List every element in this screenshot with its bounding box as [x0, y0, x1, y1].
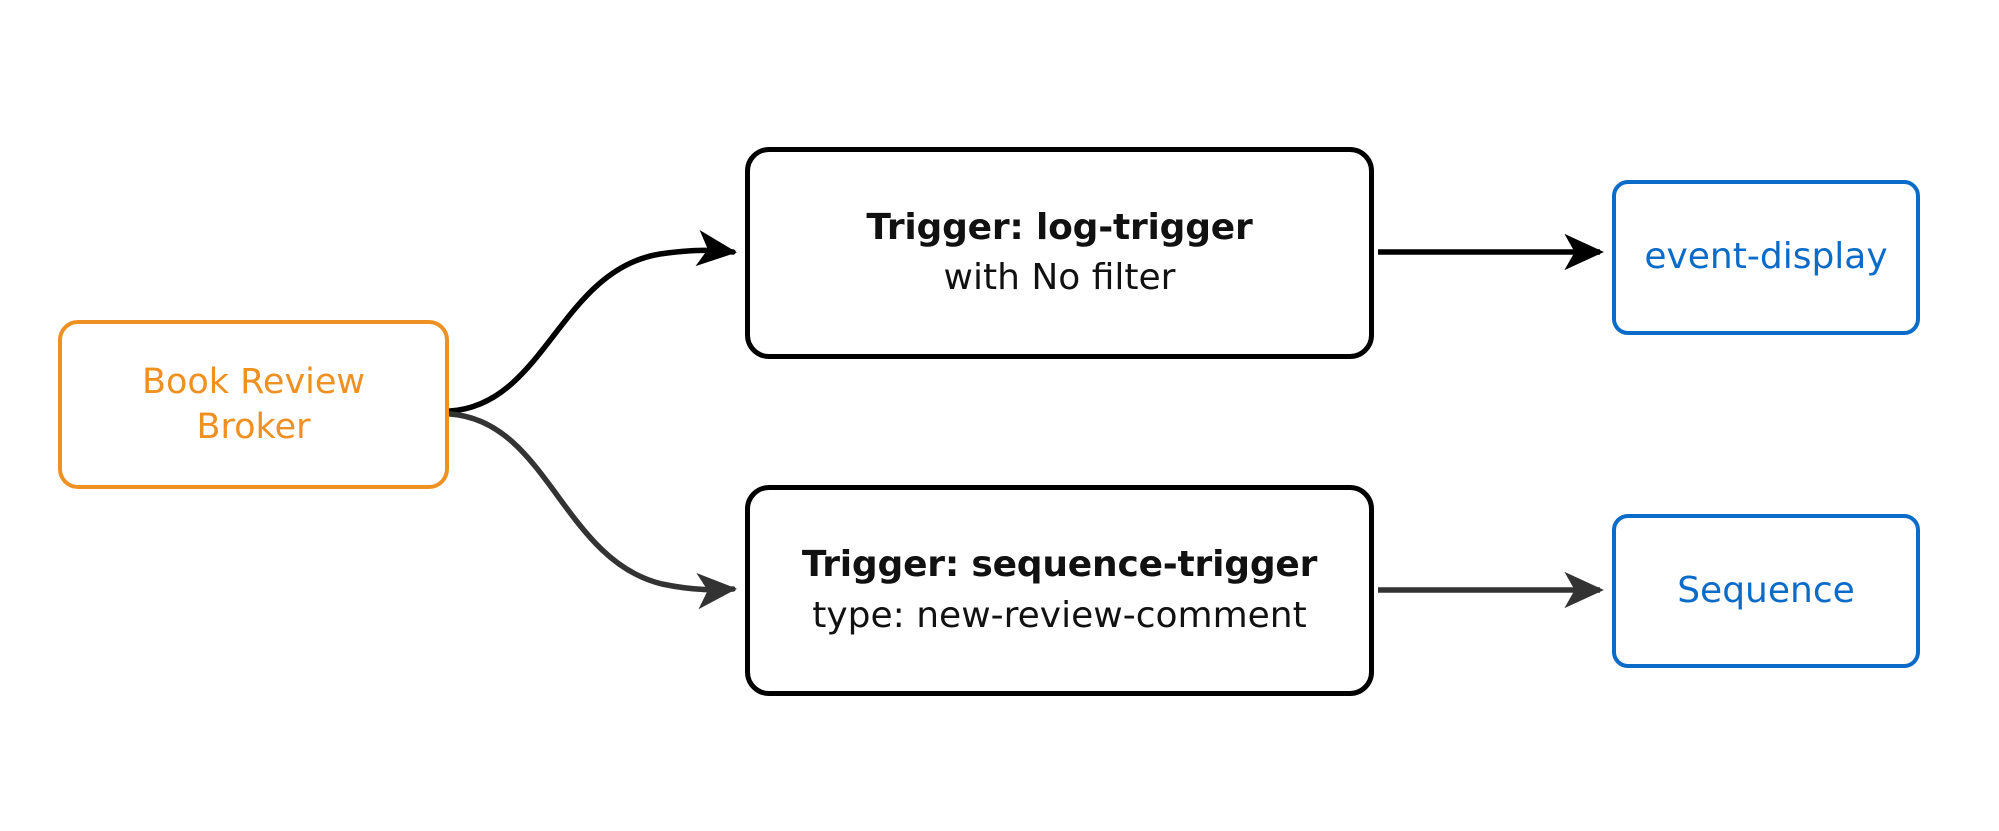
event-display-label: event-display — [1644, 236, 1888, 278]
node-trigger-log-trigger[interactable]: Trigger: log-trigger with No filter — [745, 147, 1374, 359]
edge-broker-to-sequence-trigger — [447, 411, 737, 610]
node-sequence[interactable]: Sequence — [1612, 514, 1920, 668]
node-book-review-broker[interactable]: Book Review Broker — [58, 320, 449, 489]
edge-broker-to-log-trigger — [447, 229, 737, 414]
trigger-log-title: Trigger: log-trigger — [866, 206, 1253, 248]
broker-label-line-2: Broker — [196, 406, 311, 447]
sequence-label: Sequence — [1677, 569, 1855, 611]
node-event-display[interactable]: event-display — [1612, 180, 1920, 335]
trigger-log-subtitle: with No filter — [943, 257, 1176, 298]
trigger-sequence-subtitle: type: new-review-comment — [812, 594, 1307, 636]
trigger-sequence-title: Trigger: sequence-trigger — [801, 544, 1318, 586]
broker-label-line-1: Book Review — [141, 361, 366, 402]
node-trigger-sequence-trigger[interactable]: Trigger: sequence-trigger type: new-revi… — [745, 485, 1374, 696]
